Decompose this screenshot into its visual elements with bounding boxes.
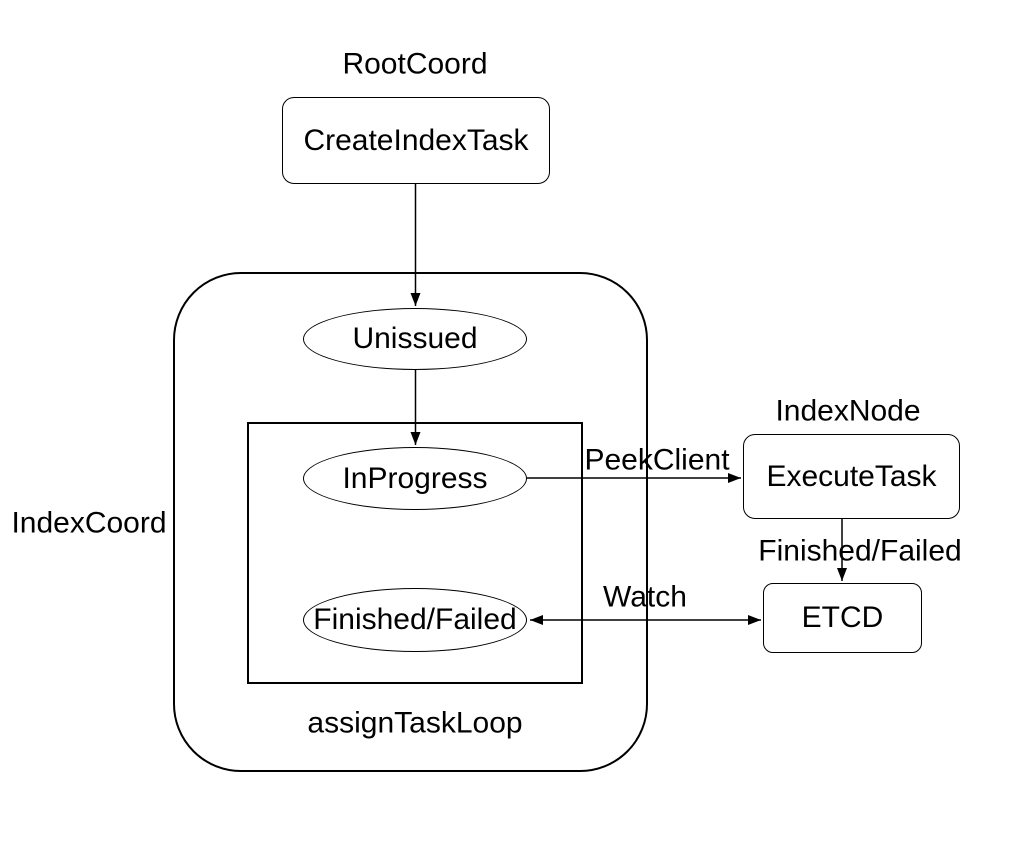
index-coord-container: [173, 272, 648, 772]
node-etcd-label: ETCD: [801, 601, 884, 634]
finished-failed-edge-label: Finished/Failed: [758, 534, 962, 568]
node-unissued-label: Unissued: [352, 322, 478, 355]
index-node-group-label: IndexNode: [775, 394, 921, 428]
root-coord-group-label: RootCoord: [342, 47, 488, 81]
index-coord-group-label: IndexCoord: [11, 506, 167, 540]
peek-client-edge-label: PeekClient: [584, 443, 730, 477]
node-finished-failed-label: Finished/Failed: [313, 603, 517, 636]
node-etcd: ETCD: [763, 583, 922, 653]
node-execute-task: ExecuteTask: [743, 434, 960, 519]
assign-task-loop-group-label: assignTaskLoop: [307, 706, 523, 740]
node-in-progress: InProgress: [303, 447, 527, 510]
watch-edge-label: Watch: [603, 580, 687, 614]
node-finished-failed: Finished/Failed: [303, 588, 527, 652]
node-unissued: Unissued: [303, 308, 527, 370]
node-execute-task-label: ExecuteTask: [766, 459, 937, 493]
node-create-index-task: CreateIndexTask: [282, 97, 550, 184]
node-create-index-task-label: CreateIndexTask: [303, 123, 529, 157]
node-in-progress-label: InProgress: [342, 461, 488, 495]
